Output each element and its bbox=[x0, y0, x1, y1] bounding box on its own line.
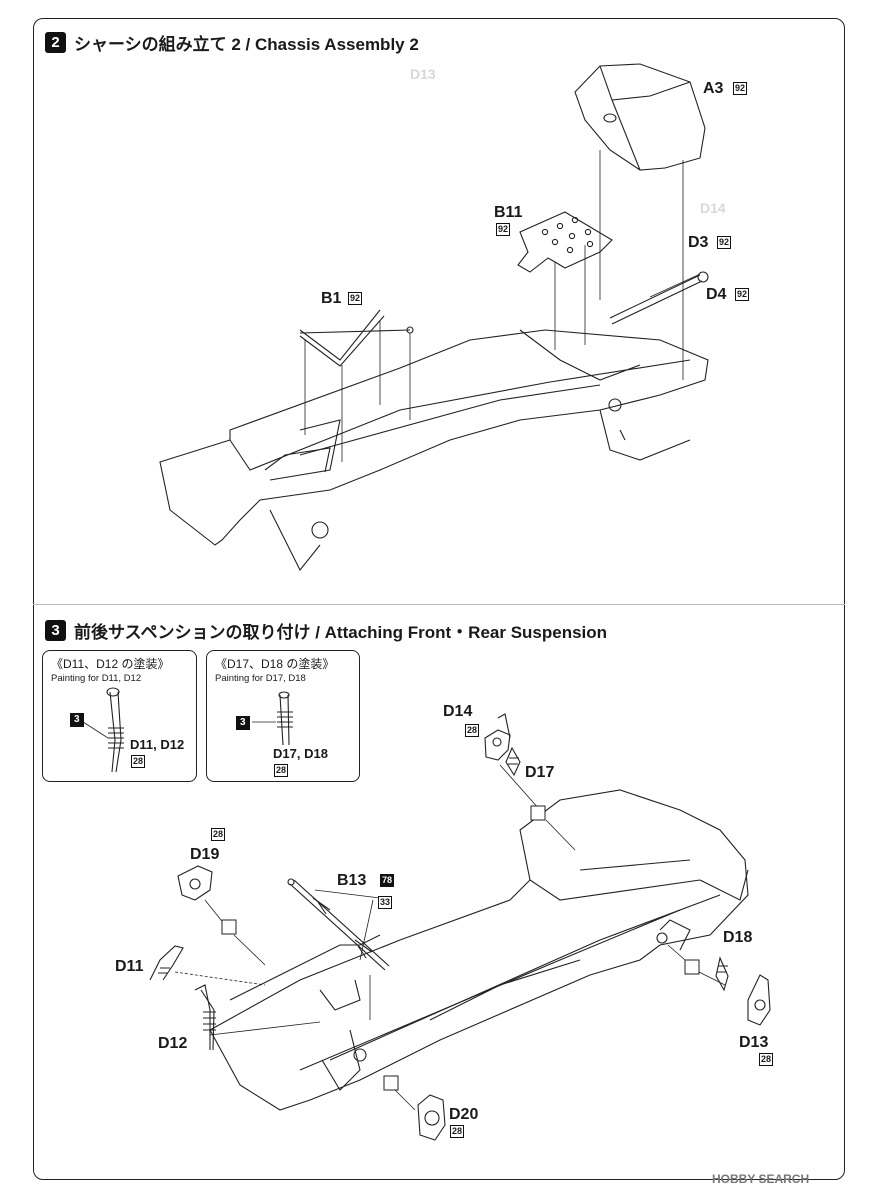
part-label-d20: D20 bbox=[449, 1106, 479, 1123]
marker-box: 3 bbox=[70, 713, 84, 727]
part-code-d4: 92 bbox=[735, 288, 750, 301]
part-code-d20: 28 bbox=[450, 1125, 465, 1138]
part-code-a3: 92 bbox=[733, 82, 748, 95]
painting-parts-label: D17, D18 bbox=[273, 746, 328, 761]
part-code-d19: 28 bbox=[211, 828, 226, 841]
marker-box: 3 bbox=[236, 716, 250, 730]
painting-box-d17-d18: 《D17、D18 の塗装》 Painting for D17, D18 bbox=[206, 650, 360, 782]
painting-box-subtitle: Painting for D17, D18 bbox=[215, 673, 306, 684]
step-divider bbox=[33, 604, 845, 605]
part-label-d14: D14 bbox=[443, 703, 473, 720]
part-code-d3: 92 bbox=[717, 236, 732, 249]
painting-box-subtitle: Painting for D11, D12 bbox=[51, 673, 142, 684]
part-label-d17: D17 bbox=[525, 764, 555, 781]
step-3-title: 前後サスペンションの取り付け / Attaching Front・Rear Su… bbox=[74, 623, 608, 642]
b13-extra-code: 33 bbox=[378, 896, 393, 909]
step-2-header: 2 シャーシの組み立て 2 / Chassis Assembly 2 bbox=[45, 30, 419, 55]
step-2-number: 2 bbox=[45, 32, 66, 53]
part-label-d19: D19 bbox=[190, 846, 220, 863]
part-code-b11: 92 bbox=[496, 223, 511, 236]
part-label-d12: D12 bbox=[158, 1035, 188, 1052]
step-3-number: 3 bbox=[45, 620, 66, 641]
part-label-d3: D3 bbox=[688, 234, 709, 251]
part-code-d14: 28 bbox=[465, 724, 480, 737]
part-code-b1: 92 bbox=[348, 292, 363, 305]
part-label-b13: B13 bbox=[337, 872, 367, 889]
part-label-d4: D4 bbox=[706, 286, 727, 303]
painting-code: 28 bbox=[131, 755, 146, 768]
bleed-through-text: D13 bbox=[410, 66, 436, 82]
step-2-title: シャーシの組み立て 2 / Chassis Assembly 2 bbox=[74, 35, 419, 54]
watermark: HOBBY SEARCH bbox=[712, 1172, 810, 1186]
part-label-a3: A3 bbox=[703, 80, 724, 97]
part-label-d11: D11 bbox=[115, 958, 144, 975]
painting-box-d11-d12: 《D11、D12 の塗装》 Painting for D11, D12 bbox=[42, 650, 197, 782]
part-code-b13: 78 bbox=[380, 874, 395, 887]
painting-code: 28 bbox=[274, 764, 289, 777]
part-label-b1: B1 bbox=[321, 290, 342, 307]
painting-box-title: 《D17、D18 の塗装》 bbox=[215, 657, 335, 671]
bleed-through-text: D14 bbox=[700, 200, 726, 216]
painting-parts-label: D11, D12 bbox=[130, 737, 185, 752]
page-frame bbox=[33, 18, 845, 1180]
part-label-d13: D13 bbox=[739, 1034, 769, 1051]
painting-box-title: 《D11、D12 の塗装》 bbox=[51, 657, 170, 671]
step-3-header: 3 前後サスペンションの取り付け / Attaching Front・Rear … bbox=[45, 618, 607, 643]
part-label-d18: D18 bbox=[723, 929, 753, 946]
part-label-b11: B11 bbox=[494, 204, 523, 221]
part-code-d13: 28 bbox=[759, 1053, 774, 1066]
